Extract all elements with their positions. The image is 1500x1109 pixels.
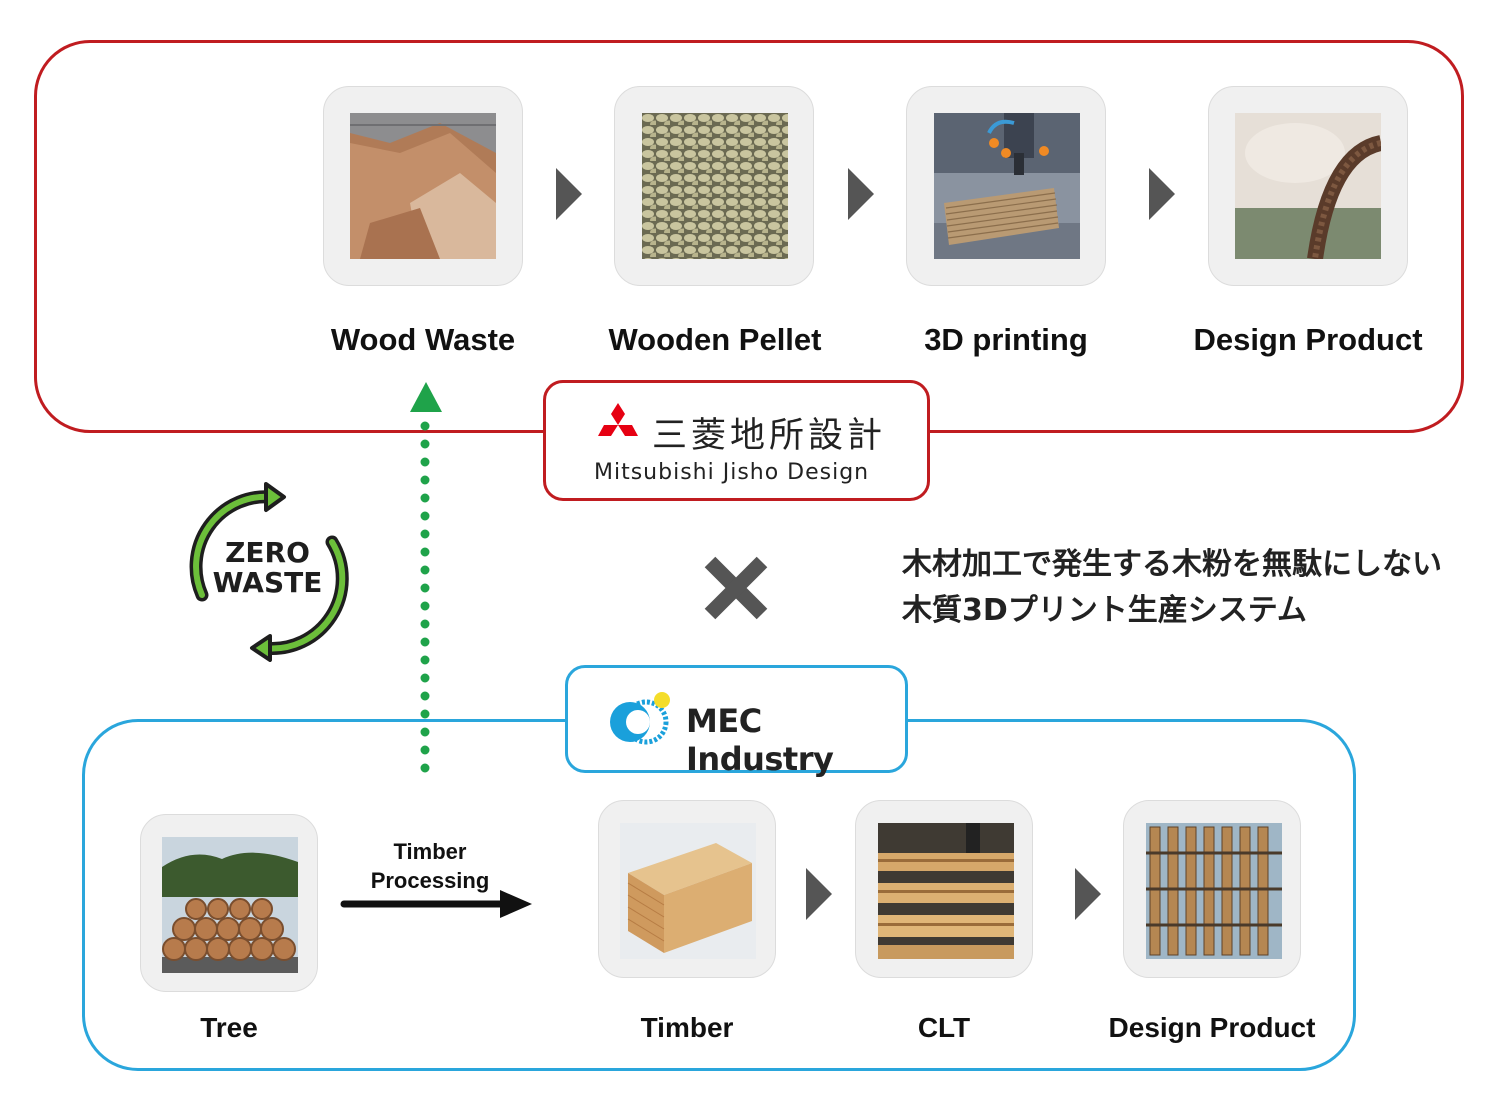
timber-block-photo	[620, 823, 756, 959]
mec-circle-icon	[610, 692, 670, 745]
wood-sawdust-photo	[350, 113, 496, 259]
log-pile-photo	[162, 837, 298, 973]
three-diamonds-icon	[598, 403, 638, 436]
3d-printing-tile	[906, 86, 1106, 286]
zero-waste-icon: ZERO WASTE	[180, 480, 355, 662]
curved-wood-product-photo	[1235, 113, 1381, 259]
zero-waste-text: ZERO WASTE	[180, 538, 355, 598]
design-product-tile	[1208, 86, 1408, 286]
design-product-label: Design Product	[1193, 322, 1423, 357]
wood-waste-label: Wood Waste	[330, 322, 516, 357]
clt-label: CLT	[917, 1012, 971, 1043]
mec-industry-logo: MEC Industry	[565, 665, 908, 778]
zero-text: ZERO	[225, 536, 310, 569]
timber-processing-label: Timber Processing	[340, 837, 520, 895]
system-description: 木材加工で発生する木粉を無駄にしない 木質3Dプリント生産システム	[902, 542, 1442, 634]
timber-processing-arrow	[340, 890, 532, 918]
recycle-up-arrow	[410, 382, 442, 787]
mitsubishi-jisho-design-logo: 三菱地所設計 Mitsubishi Jisho Design	[543, 380, 930, 501]
timber-label: Timber	[640, 1012, 734, 1043]
3d-printer-photo	[934, 113, 1080, 259]
timber-facade-photo	[1146, 823, 1282, 959]
wooden-pellet-label: Wooden Pellet	[608, 322, 822, 357]
chevron-right-icon	[1075, 868, 1101, 920]
bottom-design-product-label: Design Product	[1108, 1012, 1316, 1043]
tree-tile	[140, 814, 318, 992]
collaboration-cross-icon	[700, 552, 772, 624]
chevron-right-icon	[1149, 168, 1175, 220]
tree-label: Tree	[200, 1012, 258, 1043]
chevron-right-icon	[556, 168, 582, 220]
description-line-1: 木材加工で発生する木粉を無駄にしない	[902, 547, 1442, 582]
wood-waste-tile	[323, 86, 523, 286]
mec-industry-name: MEC Industry	[686, 702, 834, 778]
wood-pellets-photo	[642, 113, 788, 259]
mitsubishi-en-name: Mitsubishi Jisho Design	[594, 460, 870, 485]
chevron-right-icon	[848, 168, 874, 220]
description-line-2: 木質3Dプリント生産システム	[902, 593, 1307, 628]
bottom-design-product-tile	[1123, 800, 1301, 978]
clt-tile	[855, 800, 1033, 978]
waste-text: WASTE	[212, 566, 323, 599]
mitsubishi-jp-name: 三菱地所設計	[652, 416, 887, 456]
wooden-pellet-tile	[614, 86, 814, 286]
clt-panels-photo	[878, 823, 1014, 959]
process-label-line-2: Processing	[370, 868, 490, 893]
3d-printing-label: 3D printing	[924, 322, 1088, 357]
timber-tile	[598, 800, 776, 978]
chevron-right-icon	[806, 868, 832, 920]
process-label-line-1: Timber	[393, 839, 467, 864]
